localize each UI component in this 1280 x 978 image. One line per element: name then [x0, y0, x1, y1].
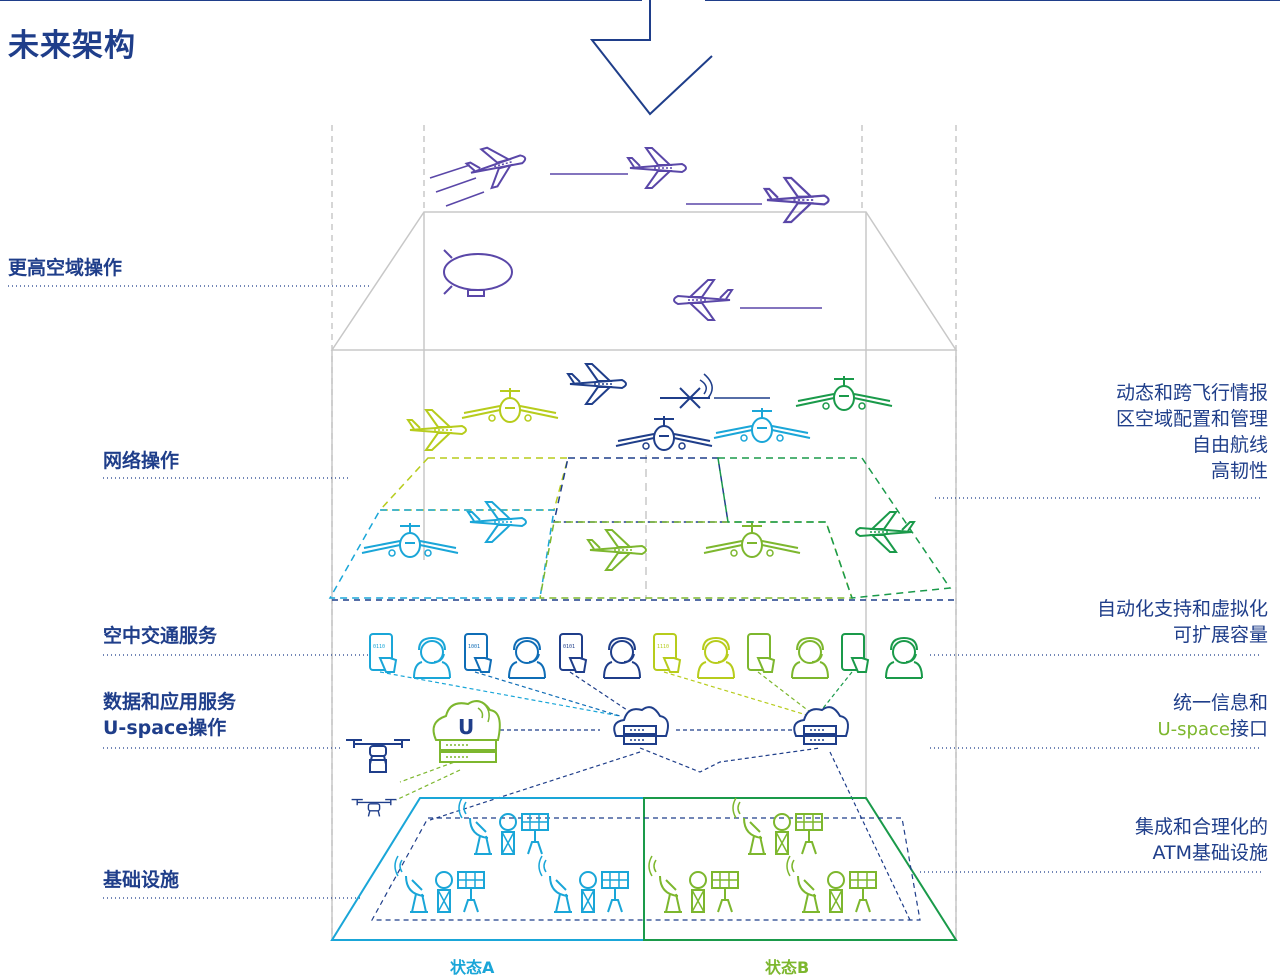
drone-plane-icon [660, 373, 770, 409]
radar-station-icon [538, 855, 629, 913]
entry-arrow [0, 0, 1280, 116]
airspace-sectors [328, 457, 952, 599]
uspace-wordmark: U-space [1157, 719, 1230, 740]
label-infra-benefits: 集成和合理化的 ATM基础设施 [1135, 814, 1268, 866]
binary-text: 0101 [563, 644, 575, 650]
speed-lines-icon [429, 164, 485, 207]
network-aircraft [361, 363, 915, 571]
benefit-suffix: 接口 [1229, 718, 1268, 740]
right-connectors [920, 497, 1262, 873]
jet-icon [855, 511, 915, 553]
benefit-line: 集成和合理化的 [1134, 816, 1268, 838]
airliner-front-icon [361, 522, 459, 558]
controller-icon [413, 637, 451, 679]
ground-stations [394, 797, 877, 913]
benefit-line: 可扩展容量 [1172, 624, 1268, 646]
state-b-label: 状态B [765, 958, 810, 977]
label-uspace-ops: U-space操作 [103, 717, 227, 739]
binary-text: 1110 [657, 644, 669, 650]
controller-icon [603, 637, 641, 679]
label-network-ops: 网络操作 [103, 450, 180, 472]
data-links [379, 671, 911, 921]
label-higher-airspace: 更高空域操作 [8, 257, 123, 279]
higher-airspace-aircraft [429, 137, 830, 321]
label-atc-benefits: 自动化支持和虚拟化 可扩展容量 [1097, 596, 1268, 648]
state-a-label: 状态A [450, 958, 495, 977]
jet-icon [627, 147, 687, 189]
jet-icon [567, 363, 627, 405]
tablet-icon [747, 633, 775, 673]
benefit-line: U-space接口 [1158, 716, 1269, 743]
page-title: 未来架构 [8, 28, 136, 64]
radar-station-icon [394, 855, 485, 913]
airliner-front-icon [713, 407, 811, 443]
benefit-line: 高韧性 [1210, 460, 1268, 482]
label-infrastructure: 基础设施 [103, 869, 180, 891]
benefit-line: 自动化支持和虚拟化 [1096, 598, 1268, 620]
label-atc-services: 空中交通服务 [103, 625, 218, 647]
jet-icon [763, 176, 830, 224]
airship-icon [443, 249, 513, 297]
benefit-line: ATM基础设施 [1152, 842, 1268, 864]
cloud-server-icon [613, 706, 669, 745]
controller-icon [791, 637, 829, 679]
atc-workstations [369, 633, 923, 679]
controller-icon [885, 637, 923, 679]
tablet-icon [559, 633, 587, 673]
benefit-line: 动态和跨飞行情报 [1115, 382, 1268, 404]
controller-icon [697, 637, 735, 679]
radar-station-icon [732, 797, 823, 855]
uspace-server-icon [432, 700, 501, 763]
jet-icon [462, 137, 532, 194]
binary-text-group: 0110 1001 0101 1110 [373, 644, 669, 650]
jet-icon [467, 501, 527, 543]
drone-icon [350, 798, 398, 818]
cloud-server-icon [793, 706, 849, 745]
tablet-icon [464, 633, 492, 673]
jet-icon [587, 529, 647, 571]
radar-station-icon [786, 855, 877, 913]
airliner-front-icon [615, 415, 713, 451]
structure-frame [330, 125, 958, 940]
drone-icon [345, 739, 411, 773]
binary-text: 1001 [468, 644, 480, 650]
jet-icon [407, 409, 467, 451]
label-data-services: 数据和应用服务 [103, 691, 237, 713]
tablet-icon [653, 633, 681, 673]
benefit-line: 区空域配置和管理 [1115, 408, 1268, 430]
left-connectors [8, 285, 370, 899]
tablet-icon [369, 633, 397, 673]
airliner-front-icon [795, 375, 893, 411]
label-data-benefits: 统一信息和 U-space接口 [1158, 690, 1269, 743]
airliner-front-icon [703, 522, 801, 558]
uspace-u-letter: U [458, 715, 474, 739]
jet-icon [673, 279, 733, 321]
benefit-line: 统一信息和 [1172, 692, 1268, 714]
benefit-line: 自由航线 [1191, 434, 1268, 456]
tablet-icon [841, 633, 869, 673]
airliner-front-icon [461, 387, 559, 423]
controller-icon [508, 637, 546, 679]
binary-text: 0110 [373, 644, 385, 650]
radar-station-icon [648, 855, 739, 913]
label-network-benefits: 动态和跨飞行情报 区空域配置和管理 自由航线 高韧性 [1116, 380, 1268, 484]
infrastructure-platform [330, 797, 958, 941]
